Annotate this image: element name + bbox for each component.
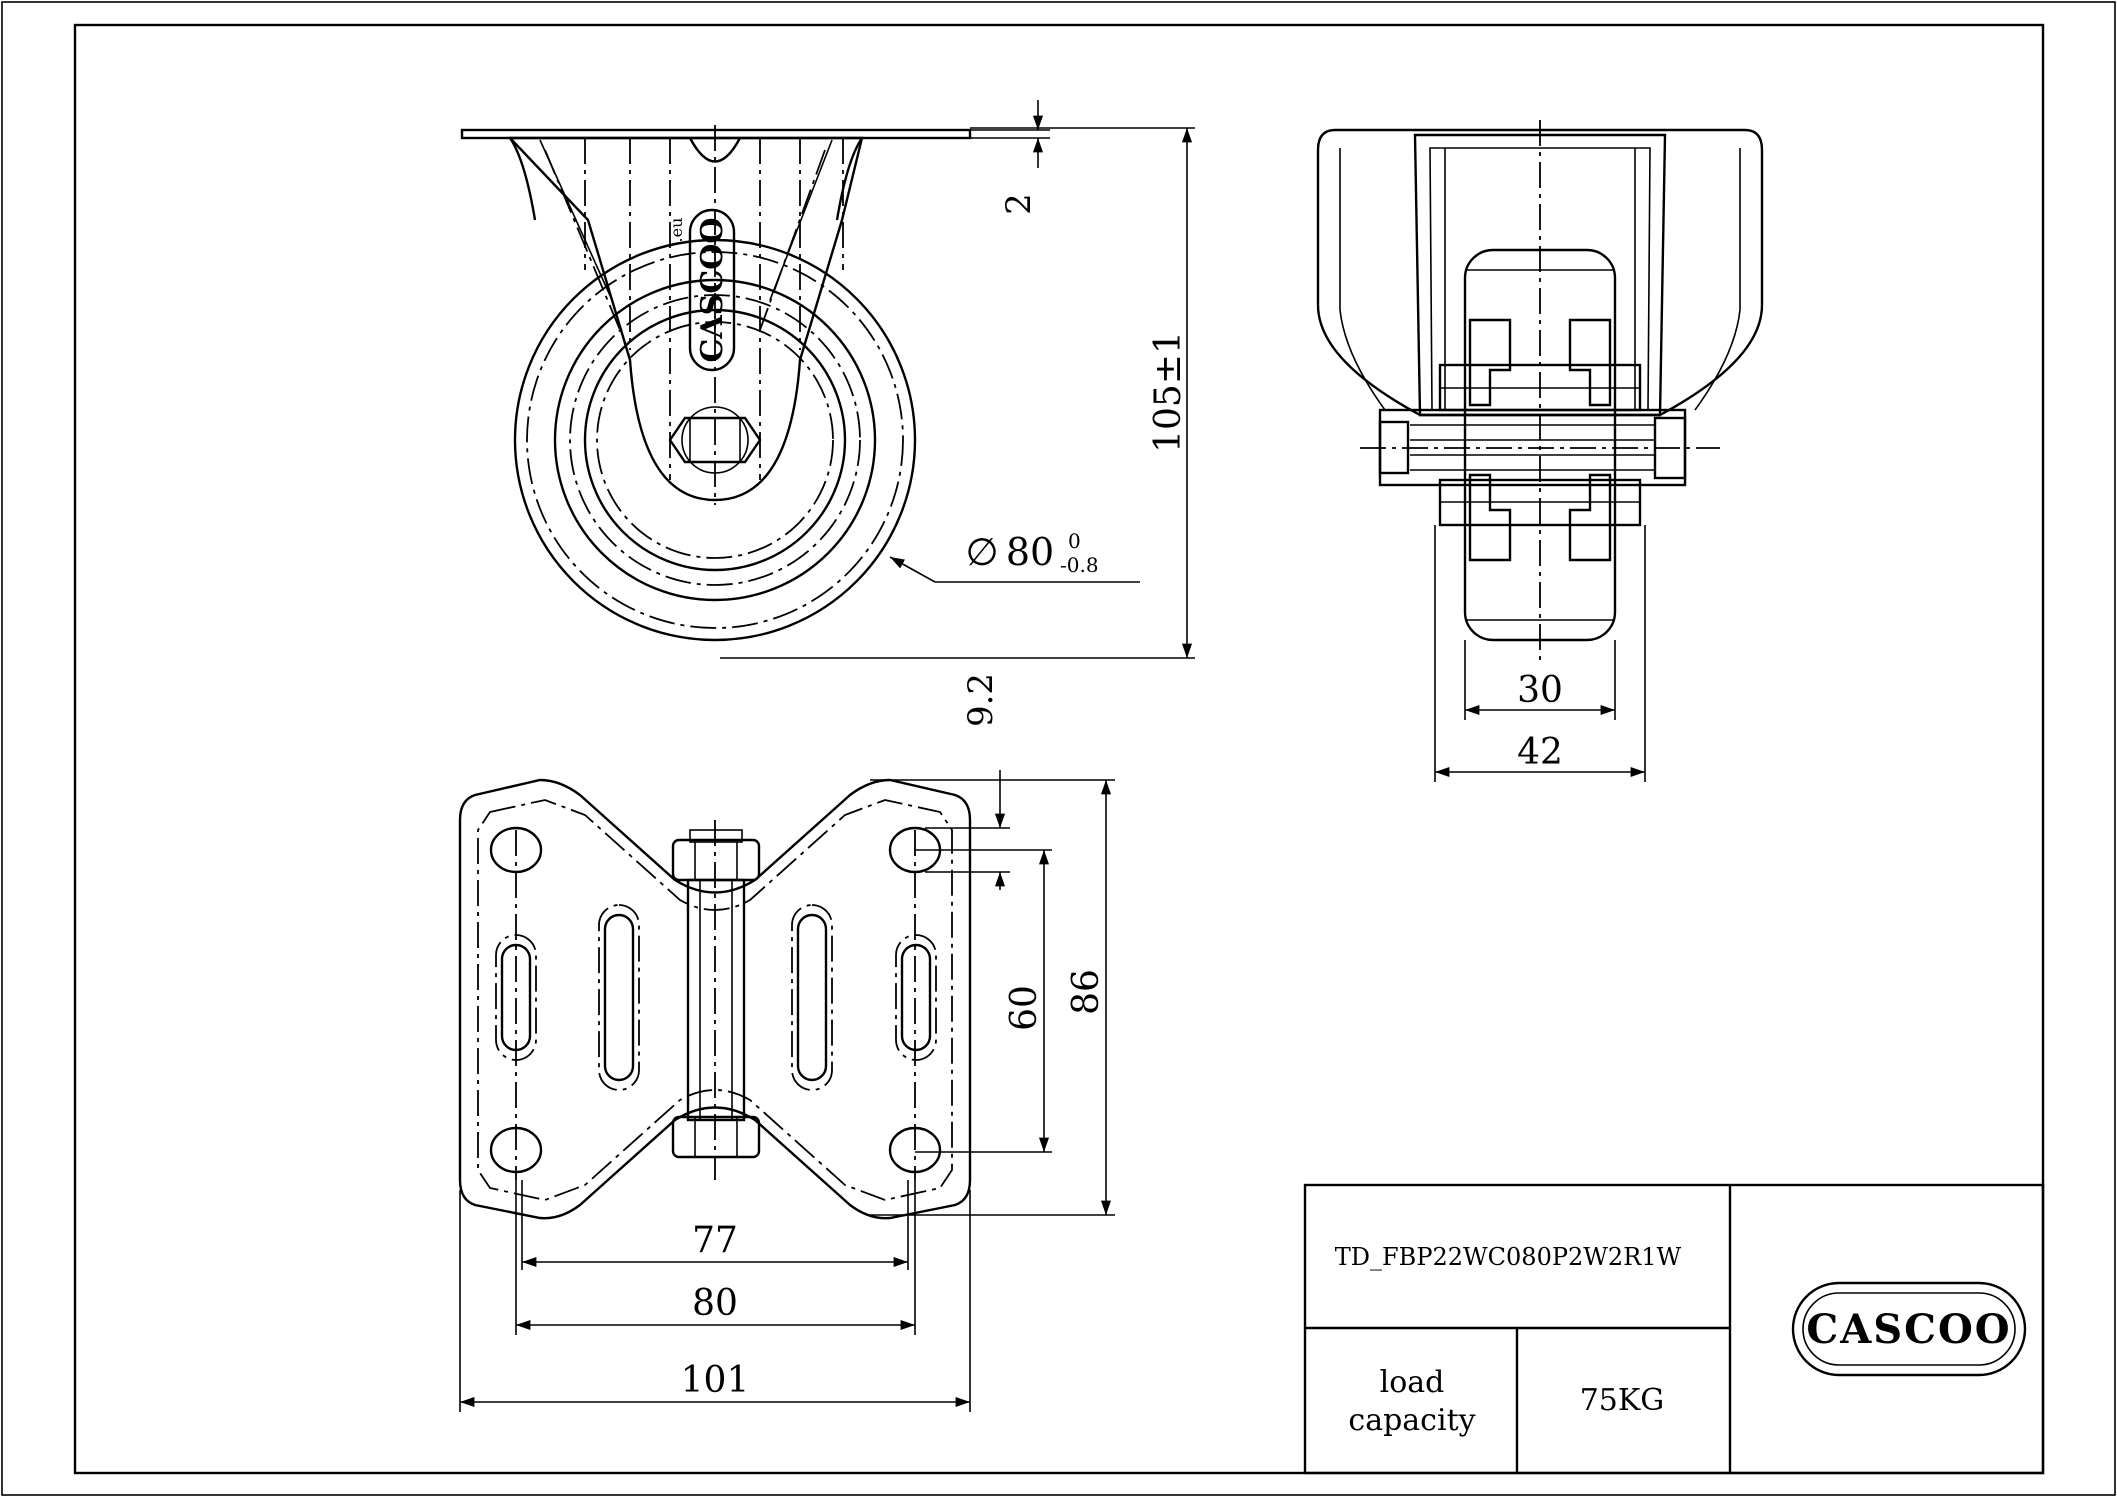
axle-nut [668, 406, 762, 474]
load-value: 75KG [1580, 1383, 1665, 1418]
dim-overall-width: 42 [1517, 732, 1563, 773]
front-view-dimensions: 2 105±1 ∅ 80 0 -0.8 [720, 100, 1195, 659]
dim-hole-diameter: 9.2 [961, 673, 1001, 727]
dim-plate-depth: 86 [1066, 969, 1107, 1015]
title-block: TD_FBP22WC080P2W2R1W load capacity 75KG … [1303, 1183, 2045, 1475]
top-view-dimensions: 9.2 60 86 77 80 101 [459, 673, 1115, 1412]
dim-diameter-tol-upper: 0 [1068, 529, 1081, 553]
top-axle-nuts [671, 829, 761, 1159]
dim-height: 105±1 [1148, 331, 1189, 453]
dim-hole-spacing-y: 60 [1004, 985, 1045, 1031]
part-number: TD_FBP22WC080P2W2R1W [1335, 1243, 1682, 1271]
brand-stamp: CASCOO .eu [667, 208, 736, 372]
side-view-dimensions: 30 42 [1434, 525, 1646, 782]
brand-logo-text: CASCOO [1806, 1306, 2011, 1353]
dim-diameter-symbol: ∅ [965, 530, 998, 574]
front-view: CASCOO .eu [460, 125, 972, 642]
plate-slots [495, 904, 937, 1091]
dim-plate-width: 101 [681, 1360, 750, 1401]
dim-diameter-tol-lower: -0.8 [1060, 553, 1099, 577]
top-view [458, 778, 972, 1220]
side-view [1316, 120, 1764, 660]
dim-hole-spacing-x1: 77 [692, 1220, 738, 1261]
dim-hole-spacing-x2: 80 [692, 1283, 738, 1324]
brand-stamp-text: CASCOO [695, 218, 730, 363]
mounting-plate [458, 778, 972, 1220]
brand-logo: CASCOO [1791, 1281, 2027, 1377]
brand-stamp-suffix: .eu [667, 218, 686, 243]
dim-plate-thickness: 2 [999, 193, 1039, 215]
dim-wheel-width: 30 [1517, 670, 1563, 711]
load-label-line2: capacity [1348, 1403, 1475, 1438]
fork-body [507, 136, 864, 502]
dim-diameter: 80 [1006, 530, 1054, 574]
load-label-line1: load [1380, 1365, 1445, 1400]
